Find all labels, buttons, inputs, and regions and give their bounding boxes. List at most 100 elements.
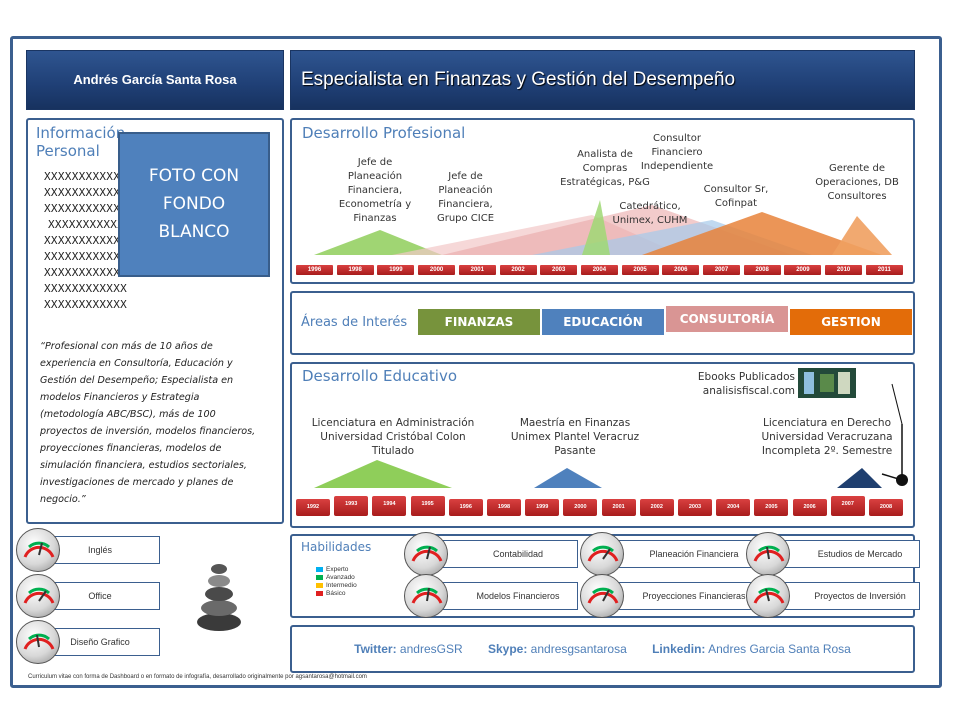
skill-bar: Contabilidad	[430, 540, 578, 568]
education-heading: Desarrollo Educativo	[302, 367, 458, 385]
skill-ingles: Inglés	[40, 536, 160, 564]
contact-line: Twitter: andresGSR Skype: andresgsantaro…	[290, 642, 915, 656]
job-label: Consultor Sr, Cofinpat	[703, 184, 769, 209]
gauge-icon	[404, 574, 448, 618]
linkedin-handle[interactable]: Andres Garcia Santa Rosa	[708, 642, 851, 656]
year-tick: 1996	[448, 499, 483, 516]
study-label: Maestría en Finanzas Unimex Plantel Vera…	[510, 417, 640, 457]
profile-summary: “Profesional con más de 10 años de exper…	[40, 341, 256, 505]
job-area	[582, 200, 610, 255]
gauge-icon	[16, 620, 60, 664]
stacked-stones-icon	[197, 564, 241, 631]
job-label: Jefe de Planeación Financiera, Econometr…	[338, 157, 412, 224]
year-tick: 2002	[639, 499, 674, 516]
personal-info-line: XXXXXXXXXXXX	[44, 186, 128, 199]
outer-frame	[10, 36, 942, 688]
year-tick: 2004	[716, 499, 751, 516]
skill-bar: Estudios de Mercado	[772, 540, 920, 568]
professional-panel	[290, 118, 915, 284]
interest-area[interactable]: FINANZAS	[418, 309, 540, 335]
ebook-thumbnail-icon[interactable]	[798, 368, 856, 398]
year-tick: 2006	[792, 499, 827, 516]
job-label: Catedrático, Unimex, CUHM	[612, 201, 688, 226]
personal-info-line: XXXXXXXXXXXX	[44, 234, 128, 247]
year-tick: 2003	[678, 499, 712, 516]
personal-info-line: XXXXXXXXXXXX	[44, 250, 128, 263]
skill-diseno: Diseño Grafico	[40, 628, 160, 656]
year-tick: 1999	[377, 265, 415, 275]
personal-info-line: XXXXXXXXXXXX	[44, 266, 128, 279]
skill-bar: Modelos Financieros	[430, 582, 578, 610]
job-label: Analista de Compras Estratégicas, P&G	[560, 149, 650, 188]
year-tick: 2004	[580, 265, 618, 275]
twitter-label: Twitter:	[354, 642, 397, 656]
year-tick: 2003	[540, 265, 578, 275]
job-area	[832, 216, 892, 255]
personal-info-line: XXXXXXXXXXXX	[44, 282, 128, 295]
year-tick: 2001	[458, 265, 496, 275]
year-tick: 2000	[563, 499, 598, 516]
year-tick: 2005	[621, 265, 659, 275]
year-tick: 2007	[830, 496, 865, 516]
job-label: Gerente de Operaciones, DB Consultores	[815, 163, 899, 202]
candidate-name: Andrés García Santa Rosa	[73, 72, 237, 87]
year-tick: 1996	[296, 265, 333, 275]
job-area	[642, 212, 882, 255]
interest-area[interactable]: EDUCACIÓN	[542, 309, 664, 335]
professional-timeline-chart	[314, 200, 892, 255]
year-tick: 2008	[869, 499, 903, 516]
name-bar: Andrés García Santa Rosa	[26, 50, 284, 110]
year-tick: 2007	[703, 265, 740, 275]
study-label: Licenciatura en Derecho Universidad Vera…	[761, 417, 893, 457]
skill-bar: Planeación Financiera	[606, 540, 754, 568]
legend-item: Intermedio	[316, 582, 357, 589]
job-area	[314, 230, 442, 255]
year-tick: 2000	[418, 265, 456, 275]
areas-heading: Áreas de Interés	[301, 315, 408, 330]
interest-area[interactable]: CONSULTORÍA	[666, 306, 788, 332]
year-tick: 1998	[487, 499, 521, 516]
personal-info-line: XXXXXXXXXXXX	[44, 202, 128, 215]
gauge-icon	[746, 532, 790, 576]
gauge-icon	[16, 528, 60, 572]
professional-heading: Desarrollo Profesional	[302, 124, 466, 142]
year-tick: 2011	[865, 265, 903, 275]
job-label: Jefe de Planeación Financiera, Grupo CIC…	[436, 171, 495, 224]
year-tick: 2010	[825, 265, 863, 275]
year-tick: 1993	[334, 496, 369, 516]
study-label: Licenciatura en Administración Universid…	[311, 417, 475, 457]
legend-item: Experto	[316, 566, 348, 573]
ebooks-label: Ebooks Publicados analisisfiscal.com	[697, 371, 795, 397]
skype-handle[interactable]: andresgsantarosa	[530, 642, 627, 656]
title-bar: Especialista en Finanzas y Gestión del D…	[290, 50, 915, 110]
contact-panel	[290, 625, 915, 673]
profile-title: Especialista en Finanzas y Gestión del D…	[301, 69, 736, 90]
skill-bar: Proyecciones Financieras	[606, 582, 754, 610]
personal-heading: Información Personal	[36, 124, 126, 160]
interest-area[interactable]: GESTION	[790, 309, 912, 335]
linkedin-label: Linkedin:	[652, 642, 706, 656]
gauge-icon	[580, 532, 624, 576]
skill-office: Office	[40, 582, 160, 610]
personal-info-line: XXXXXXXXXXXX	[44, 298, 128, 311]
year-tick: 1999	[525, 499, 560, 516]
study-area	[534, 468, 602, 488]
year-tick: 2008	[743, 265, 781, 275]
study-area	[314, 460, 452, 488]
personal-info-line: XXXXXXXXXXXX	[44, 170, 128, 183]
footer-note: Curriculum vitae con forma de Dashboard …	[28, 674, 367, 680]
year-tick: 2009	[784, 265, 822, 275]
gauge-icon	[16, 574, 60, 618]
year-tick: 2005	[754, 499, 789, 516]
legend-item: Avanzado	[316, 574, 355, 581]
year-tick: 1992	[296, 499, 330, 516]
skills-heading: Habilidades	[301, 540, 372, 554]
gauge-icon	[746, 574, 790, 618]
photo-placeholder[interactable]: FOTO CON FONDO BLANCO	[118, 132, 270, 277]
study-area	[837, 468, 882, 488]
skill-bar: Proyectos de Inversión	[772, 582, 920, 610]
twitter-handle[interactable]: andresGSR	[399, 642, 463, 656]
gauge-icon	[580, 574, 624, 618]
education-timeline-chart	[314, 383, 908, 488]
skype-label: Skype:	[487, 642, 528, 656]
